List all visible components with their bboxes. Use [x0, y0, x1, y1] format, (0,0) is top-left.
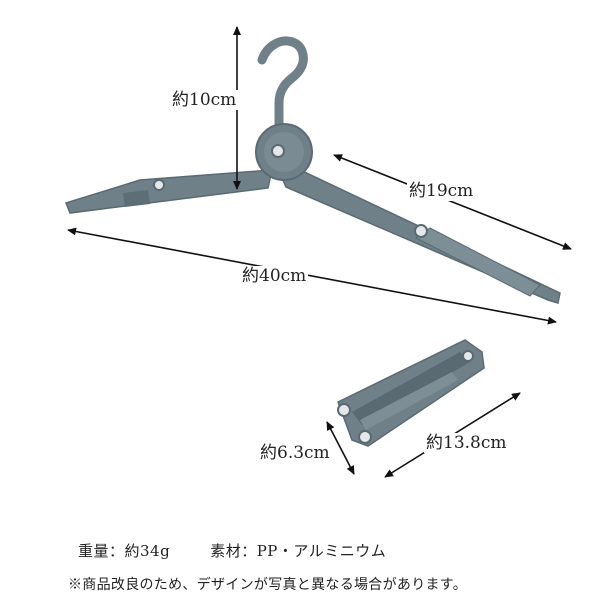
weight-spec: 重量：約34g — [78, 542, 171, 560]
arm-length-label: 約19cm — [407, 181, 476, 201]
hub-rivet — [271, 144, 285, 158]
folded-bottom-rivet — [358, 430, 372, 444]
folded-hanger — [337, 339, 485, 447]
total-width-arrow — [67, 227, 557, 325]
folded-top-rivet — [462, 350, 474, 362]
unfolded-hanger — [65, 36, 561, 304]
hanger-left-arm — [65, 169, 273, 214]
total-width-label: 約40cm — [240, 266, 309, 286]
spec-line: 重量：約34g 素材：PP・アルミニウム — [78, 540, 386, 561]
hook-height-label: 約10cm — [170, 90, 239, 110]
left-arm-rivet — [153, 179, 165, 191]
disclaimer-note: ※商品改良のため、デザインが写真と異なる場合があります。 — [68, 577, 467, 593]
folded-width-arrow — [326, 421, 355, 475]
folded-width-label: 約6.3cm — [258, 443, 332, 463]
material-spec: 素材：PP・アルミニウム — [210, 542, 387, 560]
folded-left-rivet — [337, 403, 351, 417]
right-arm-rivet — [414, 224, 428, 238]
hanger-hook — [257, 36, 308, 131]
folded-length-label: 約13.8cm — [424, 433, 509, 453]
